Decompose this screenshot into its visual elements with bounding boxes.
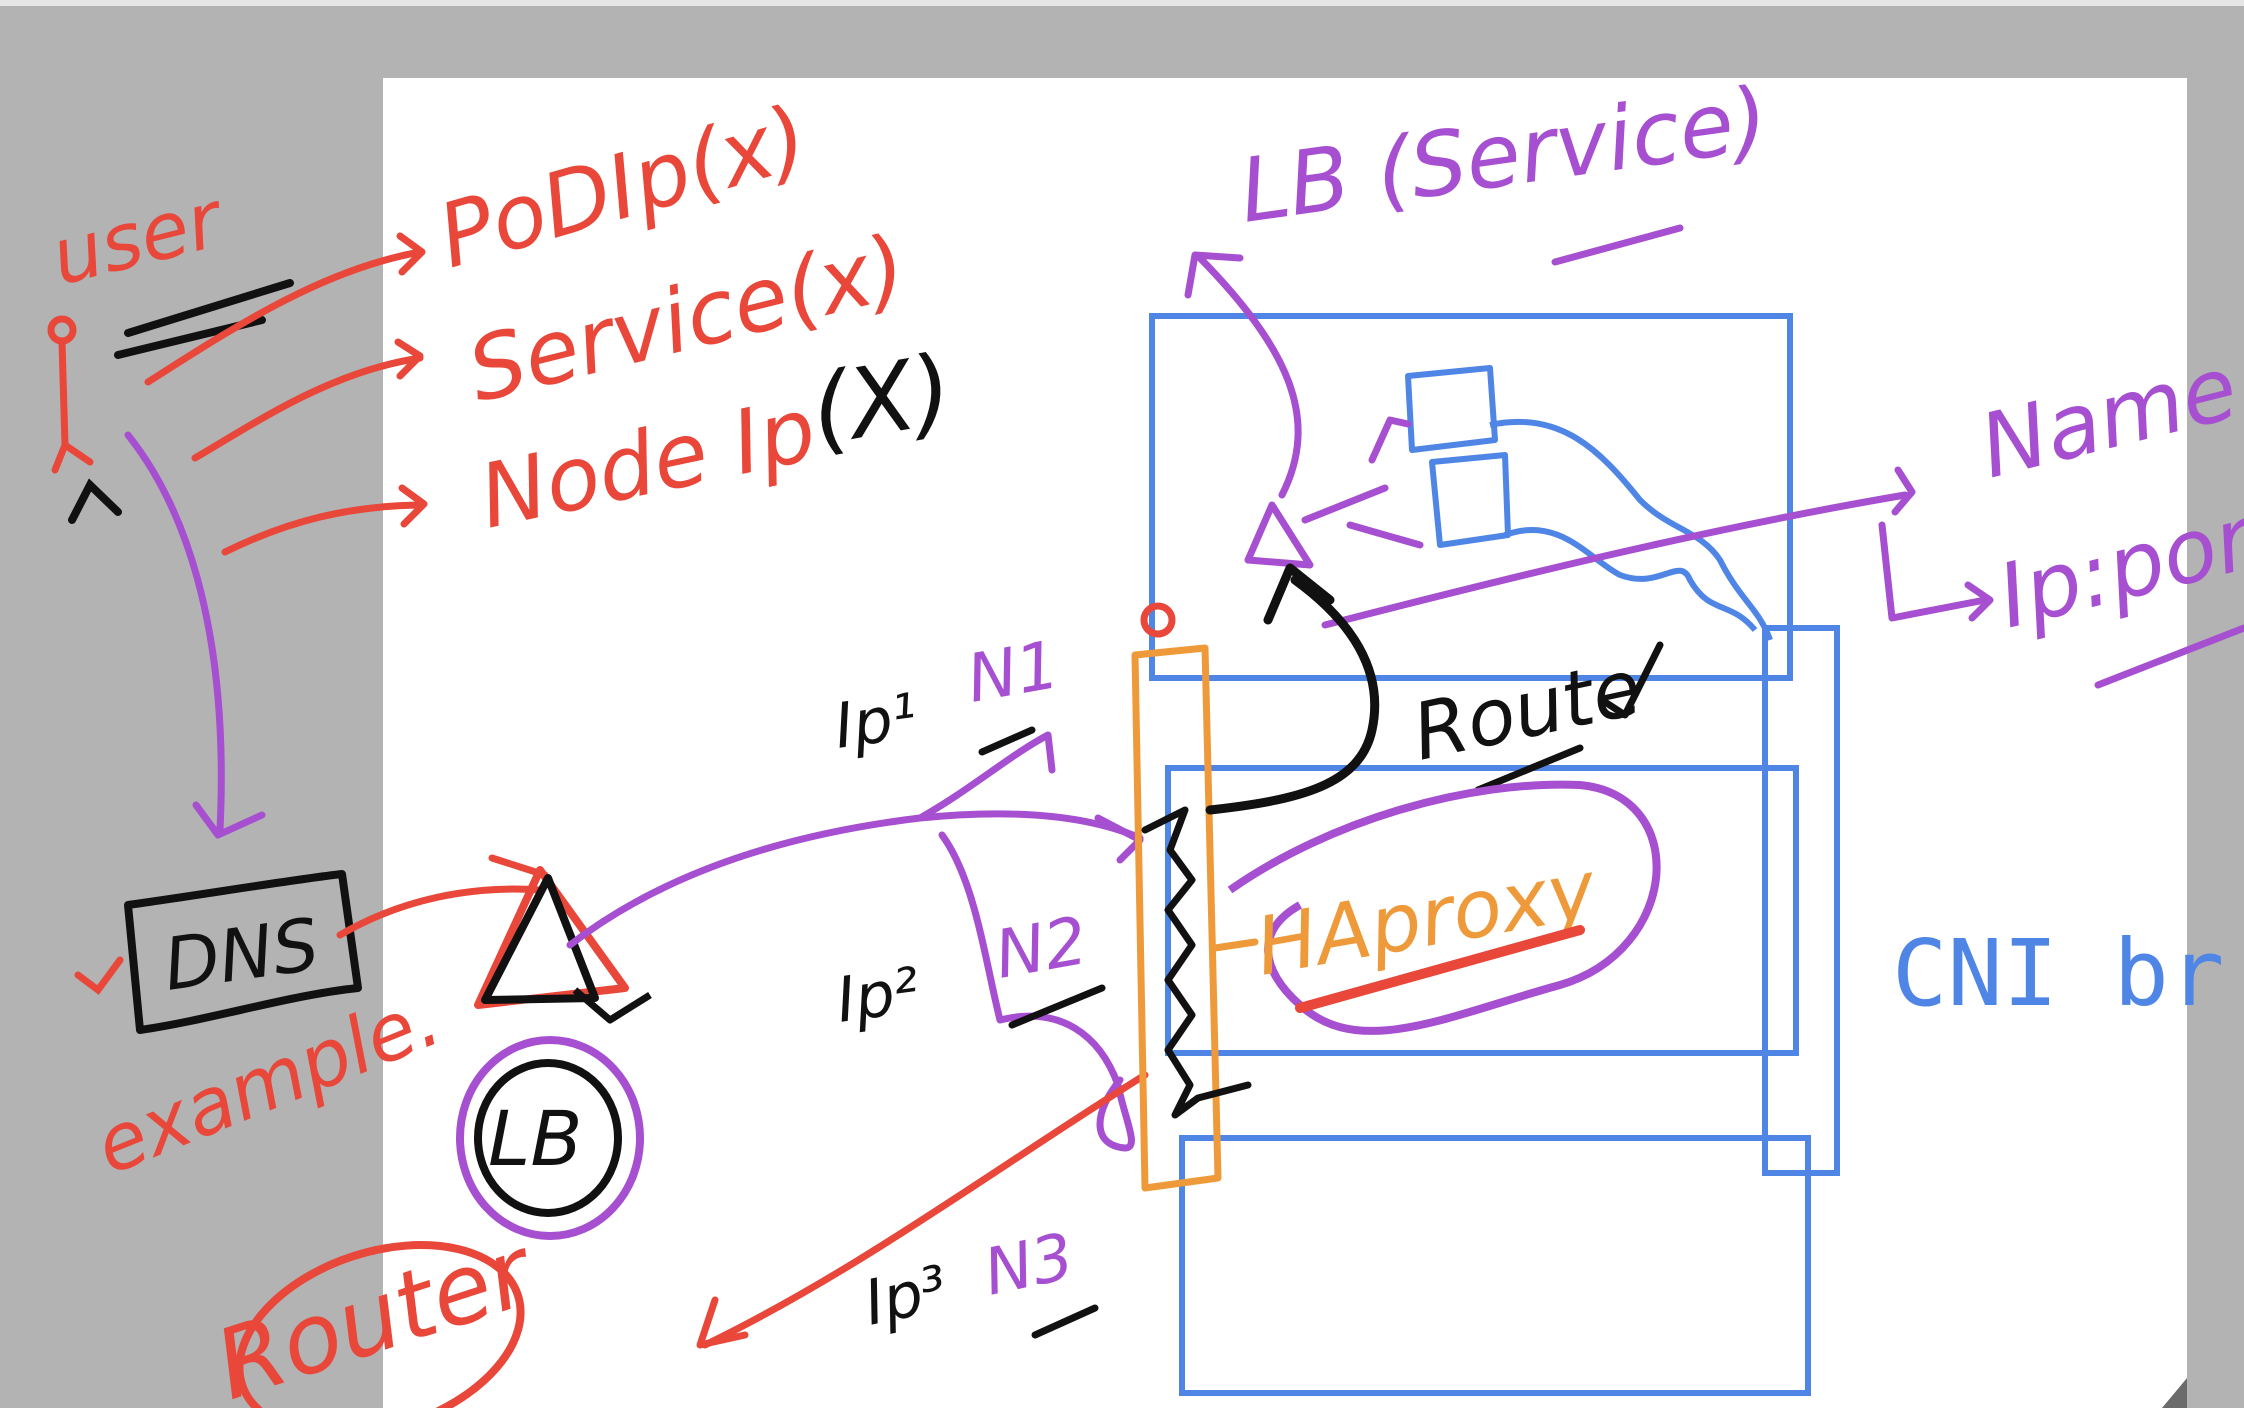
node-box-bottom [1179,1135,1811,1396]
ip2-label: Ip² [832,953,924,1037]
node-box-right [1762,625,1840,1176]
lb-service-underline [1551,224,1684,266]
nodes-to-router-arrow [696,1071,1149,1349]
n3-label: N3 [978,1220,1080,1311]
user-figure-legs [68,478,122,524]
dns-box: DNS [124,870,362,1034]
n3-underline [1031,1304,1099,1339]
service-arrows [1184,251,1916,629]
n2-label: N2 [989,902,1092,994]
triangle-icon [474,866,652,1024]
cni-bridge-label: CNI br [1892,920,2224,1027]
node-box-top [1149,313,1793,681]
lb-circle: LB [456,1036,644,1240]
whiteboard-page [383,78,2187,1408]
node-ip-x-label: (X) [803,333,961,468]
bridge-marker [1140,602,1176,638]
user-option-arrows [144,232,428,556]
route-arrow [1205,563,1380,815]
ip1-label: Ip¹ [830,679,922,763]
lb-label: LB [488,1094,582,1183]
ip-port-underline [2094,624,2244,689]
user-figure [47,315,94,474]
user-to-dns-arrow [124,431,266,839]
dns-label: DNS [159,902,324,1007]
n2-underline [1008,984,1106,1029]
pod-box-icon [1405,365,1773,641]
top-bar [0,0,2244,6]
route-check [1474,641,1664,794]
page-corner-fold [2162,1378,2187,1408]
bridge-bar [1131,644,1222,1192]
n1-underline [978,726,1036,756]
user-label: user [43,174,235,304]
dns-tick [74,956,124,995]
bridge-wiggle [1141,806,1252,1119]
ip3-label: Ip³ [858,1251,954,1340]
ip-port-arrow [1878,521,1994,622]
triangle-to-nodes-link [566,731,1144,1152]
n1-label: N1 [961,626,1064,718]
